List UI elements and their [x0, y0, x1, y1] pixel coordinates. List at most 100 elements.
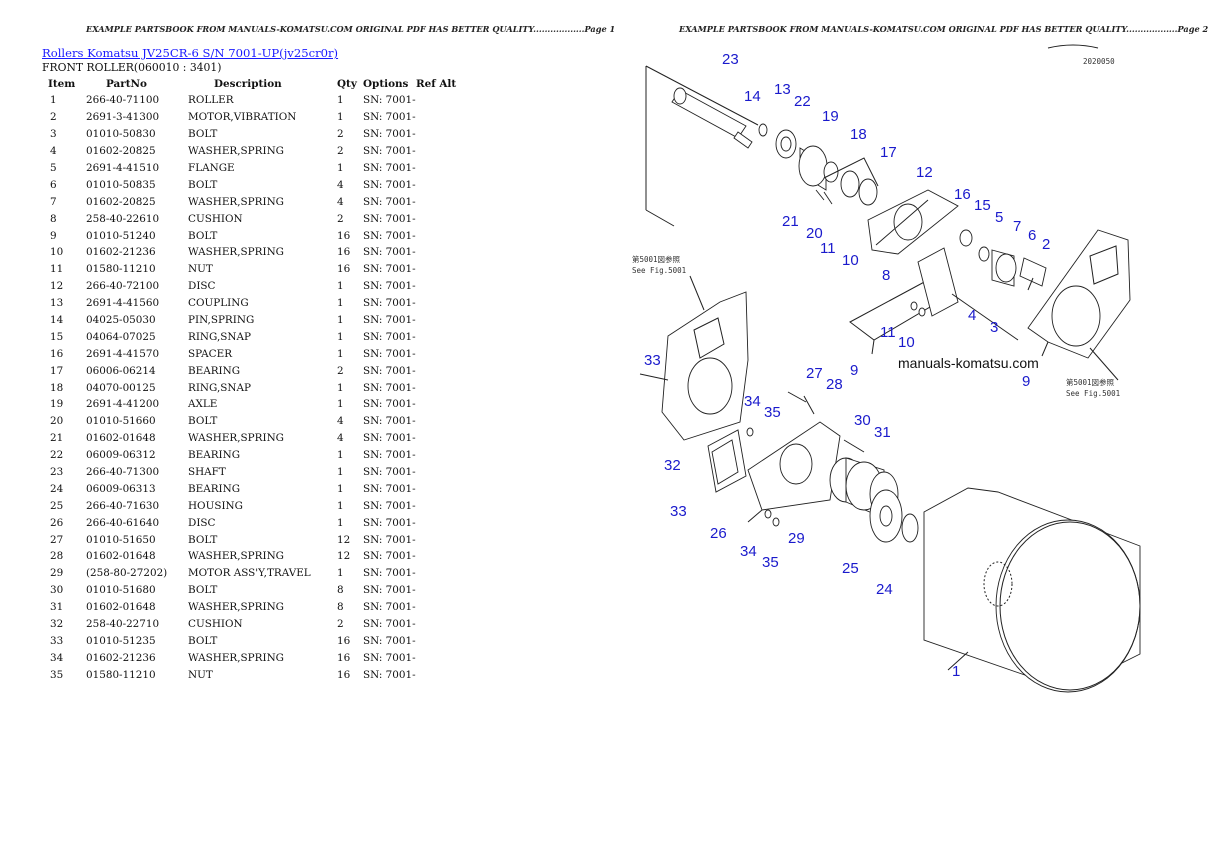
cell-description: CUSHION [188, 618, 243, 631]
cell-item: 29 [50, 567, 64, 580]
cell-qty: 16 [337, 263, 351, 276]
cell-qty: 1 [337, 381, 344, 394]
cell-item: 22 [50, 449, 64, 462]
cell-partno: 266-40-71300 [86, 466, 160, 479]
exploded-parts-diagram: 2020050 [632, 44, 1141, 693]
cell-qty: 16 [337, 246, 351, 259]
callout-5: 5 [995, 209, 1003, 226]
cell-item: 9 [50, 229, 57, 242]
cell-description: DISC [188, 280, 216, 293]
cell-ref-alt [416, 193, 466, 210]
cell-partno: 266-40-61640 [86, 516, 160, 529]
callout-32: 32 [664, 457, 681, 474]
cell-partno: 266-40-72100 [86, 280, 160, 293]
cushion-bracket [849, 247, 1019, 355]
cell-ref-alt [416, 362, 466, 379]
cell-item: 3 [50, 128, 57, 141]
cell-description: SHAFT [188, 466, 226, 479]
cell-description: CUSHION [188, 212, 243, 225]
cell-partno: 01010-51650 [86, 533, 156, 546]
cell-item: 11 [50, 263, 64, 276]
fig-ref-en-right: See Fig.5001 [1066, 389, 1120, 398]
cell-description: BEARING [188, 482, 241, 495]
cell-qty: 2 [337, 212, 344, 225]
cell-description: WASHER,SPRING [188, 145, 284, 158]
callout-13: 13 [774, 81, 791, 98]
callout-9-right: 9 [1022, 373, 1030, 390]
cell-partno: 2691-4-41200 [86, 398, 160, 411]
callout-11: 11 [820, 240, 836, 257]
callout-layer: 23 14 13 22 19 18 17 12 16 15 5 7 6 2 21… [644, 51, 1050, 680]
cell-qty: 1 [337, 347, 344, 360]
cell-item: 30 [50, 584, 64, 597]
cell-item: 15 [50, 330, 64, 343]
cell-partno: (258-80-27202) [86, 567, 168, 580]
cell-ref-alt [416, 599, 466, 616]
fig-ref-en-left: See Fig.5001 [632, 266, 686, 275]
callout-17: 17 [880, 144, 897, 161]
cell-ref-alt [416, 210, 466, 227]
cell-options: SN: 7001- [363, 601, 416, 614]
table-header-row: Item PartNo Description Qty Options Ref … [42, 76, 466, 92]
cell-item: 34 [50, 651, 64, 664]
left-frame [639, 275, 749, 441]
cell-item: 20 [50, 415, 64, 428]
cell-options: SN: 7001- [363, 330, 416, 343]
cell-options: SN: 7001- [363, 128, 416, 141]
cell-partno: 2691-4-41570 [86, 347, 160, 360]
callout-22: 22 [794, 93, 811, 110]
roller-drum [923, 487, 1141, 693]
cell-ref-alt [416, 582, 466, 599]
cell-partno: 2691-4-41560 [86, 297, 160, 310]
cell-qty: 1 [337, 516, 344, 529]
cell-ref-alt [416, 143, 466, 160]
fig-ref-jp-left: 第5001図参照 [632, 254, 681, 264]
cell-ref-alt [416, 92, 466, 109]
cell-options: SN: 7001- [363, 415, 416, 428]
cell-partno: 01602-01648 [86, 550, 156, 563]
cell-description: WASHER,SPRING [188, 601, 284, 614]
cell-partno: 266-40-71630 [86, 499, 160, 512]
cell-ref-alt [416, 531, 466, 548]
cell-partno: 01010-51240 [86, 229, 156, 242]
callout-27: 27 [806, 365, 823, 382]
cell-options: SN: 7001- [363, 195, 416, 208]
column-header-qty: Qty [337, 78, 357, 90]
cell-qty: 4 [337, 195, 344, 208]
cell-item: 8 [50, 212, 57, 225]
cell-description: PIN,SPRING [188, 314, 255, 327]
cell-partno: 01602-21236 [86, 246, 156, 259]
cell-options: SN: 7001- [363, 668, 416, 681]
cell-description: BOLT [188, 584, 218, 597]
disc-26 [747, 391, 841, 523]
cell-options: SN: 7001- [363, 297, 416, 310]
cell-options: SN: 7001- [363, 466, 416, 479]
cell-item: 23 [50, 466, 64, 479]
column-header-ref-alt: Ref Alt [416, 78, 457, 90]
cell-description: BOLT [188, 128, 218, 141]
cell-options: SN: 7001- [363, 280, 416, 293]
cell-partno: 01602-01648 [86, 432, 156, 445]
cell-ref-alt [416, 565, 466, 582]
cell-ref-alt [416, 447, 466, 464]
cell-qty: 2 [337, 128, 344, 141]
cell-ref-alt [416, 430, 466, 447]
model-title-link[interactable]: Rollers Komatsu JV25CR-6 S/N 7001-UP(jv2… [42, 46, 339, 60]
cell-description: COUPLING [188, 297, 249, 310]
